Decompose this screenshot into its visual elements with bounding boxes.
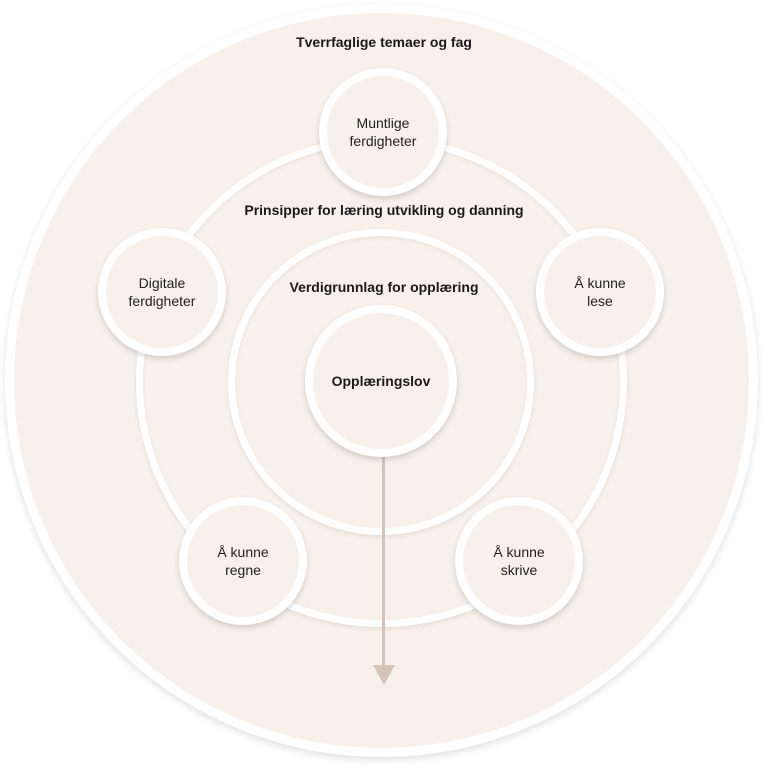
skill-bubble-digitale: Digitale ferdigheter [98,228,226,356]
inner-ring-verdigrunnlag [228,229,534,535]
skill-label: Å kunne skrive [493,544,545,578]
skill-label: Å kunne regne [217,544,269,578]
skill-label: Digitale ferdigheter [128,275,196,309]
middle-ring-label: Prinsipper for læring utvikling og danni… [244,202,524,218]
core-label: Opplæringslov [331,373,431,389]
arrow-down-icon [373,665,395,685]
core-circle-opplaeringslov: Opplæringslov [305,305,457,457]
arrow-shaft [382,456,385,668]
skill-label: Muntlige ferdigheter [349,115,417,149]
skill-bubble-skrive: Å kunne skrive [455,497,583,625]
inner-ring-label: Verdigrunnlag for opplæring [289,279,479,295]
outer-ring-label: Tverrfaglige temaer og fag [296,34,472,50]
skill-bubble-regne: Å kunne regne [179,497,307,625]
skill-bubble-muntlige: Muntlige ferdigheter [319,68,447,196]
skill-bubble-lese: Å kunne lese [536,228,664,356]
skill-label: Å kunne lese [574,275,626,309]
